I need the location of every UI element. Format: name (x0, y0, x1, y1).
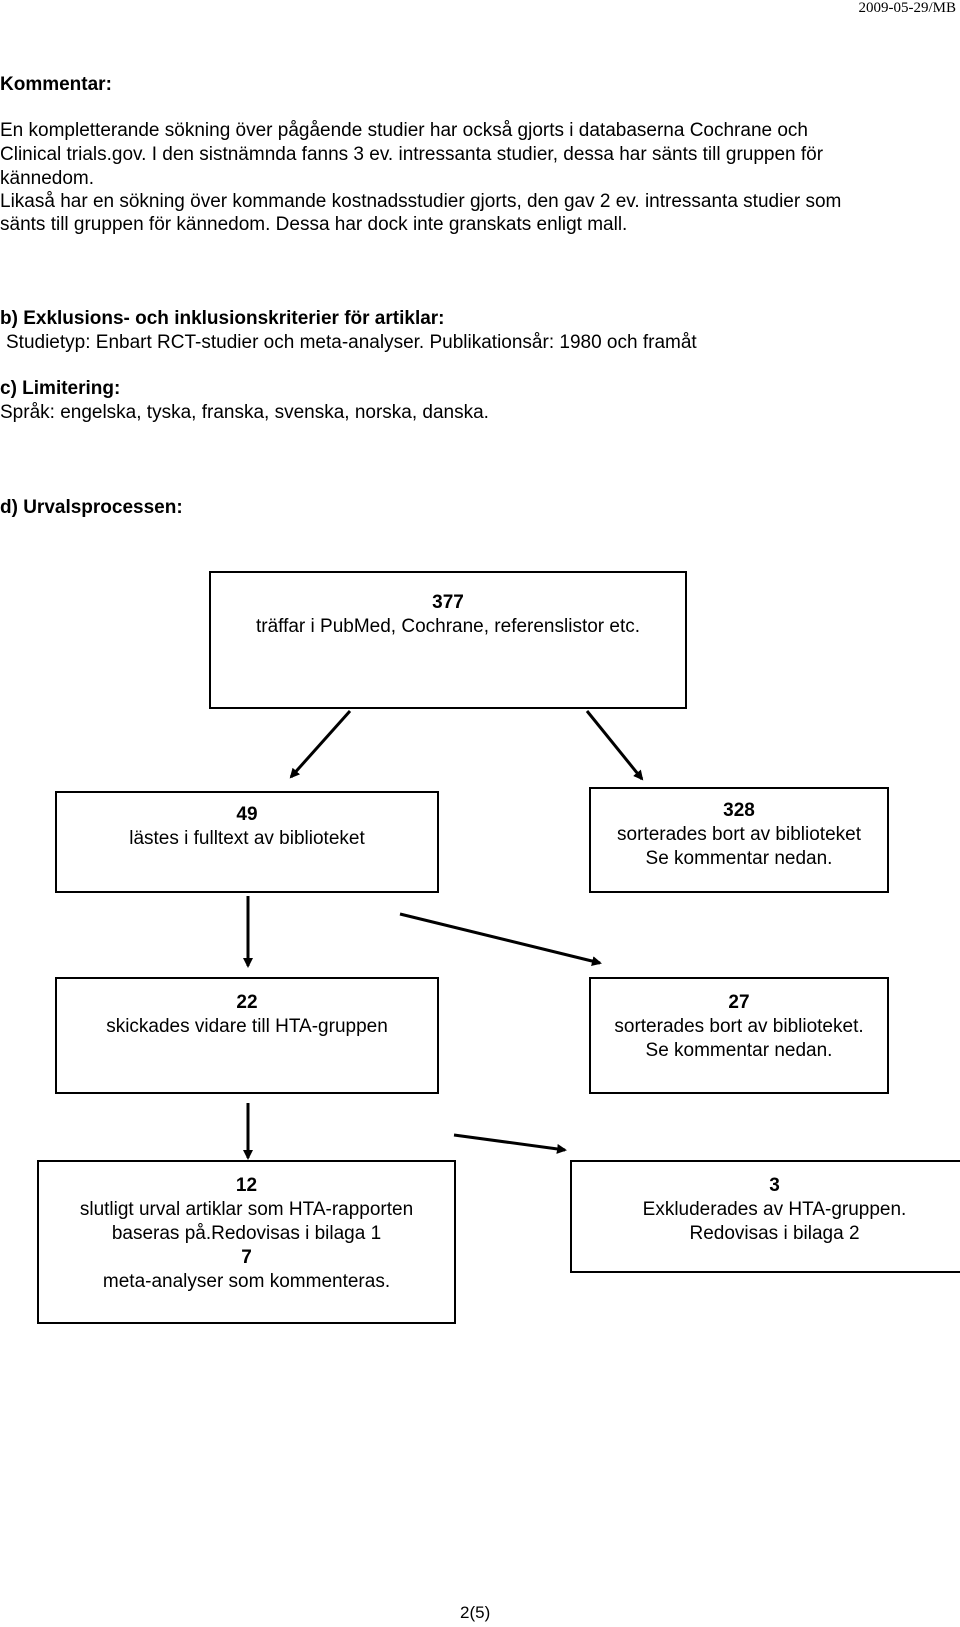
excluded-appendix: Redovisas i bilaga 2 (689, 1223, 860, 1244)
final-selection-appendix: baseras på.Redovisas i bilaga 1 (111, 1223, 382, 1244)
page-number: 2(5) (460, 1603, 491, 1622)
flow-box-excluded: 3 Exkluderades av HTA-gruppen. Redovisas… (570, 1160, 960, 1273)
criteria-text: Studietyp: Enbart RCT-studier och meta-a… (6, 332, 697, 353)
final-selection-count: 12 (235, 1175, 258, 1196)
flow-box-sent-to-hta: 22 skickades vidare till HTA-gruppen (55, 977, 439, 1094)
sorted-out-1-note: Se kommentar nedan. (645, 848, 833, 869)
sent-to-hta-count: 22 (236, 992, 258, 1013)
comment-line-4: Likaså har en sökning över kommande kost… (0, 191, 842, 212)
final-selection-label: slutligt urval artiklar som HTA-rapporte… (79, 1199, 414, 1220)
sorted-out-2-note: Se kommentar nedan. (645, 1040, 833, 1061)
comment-line-5: sänts till gruppen för kännedom. Dessa h… (0, 214, 628, 235)
arrow-top-to-read (289, 710, 352, 779)
sorted-out-2-label: sorterades bort av biblioteket. (614, 1016, 864, 1037)
criteria-heading: b) Exklusions- och inklusionskriterier f… (0, 308, 445, 329)
selection-heading: d) Urvalsprocessen: (0, 497, 183, 518)
comment-line-3: kännedom. (0, 168, 95, 189)
comment-line-1: En kompletterande sökning över pågående … (0, 120, 809, 141)
arrow-to-excluded (453, 1133, 567, 1154)
limitation-heading: c) Limitering: (0, 378, 121, 399)
total-hits-count: 377 (432, 592, 464, 613)
meta-analyses-count: 7 (241, 1247, 252, 1268)
flow-box-total-hits: 377 träffar i PubMed, Cochrane, referens… (209, 571, 687, 709)
arrow-top-to-sorted1 (585, 710, 644, 781)
sorted-out-1-label: sorterades bort av biblioteket (617, 824, 861, 845)
document-date-signature: 2009-05-29/MB (858, 0, 957, 16)
flow-box-read-fulltext: 49 lästes i fulltext av biblioteket (55, 791, 439, 893)
sorted-out-2-count: 27 (728, 992, 750, 1013)
total-hits-label: träffar i PubMed, Cochrane, referenslist… (255, 616, 641, 637)
read-fulltext-label: lästes i fulltext av biblioteket (129, 828, 365, 849)
read-fulltext-count: 49 (236, 804, 258, 825)
comment-line-2: Clinical trials.gov. I den sistnämnda fa… (0, 144, 824, 165)
flow-box-final-selection: 12 slutligt urval artiklar som HTA-rappo… (37, 1160, 456, 1324)
sent-to-hta-label: skickades vidare till HTA-gruppen (106, 1016, 388, 1037)
excluded-count: 3 (769, 1175, 780, 1196)
sorted-out-1-count: 328 (723, 800, 755, 821)
flow-box-sorted-out-1: 328 sorterades bort av biblioteket Se ko… (589, 787, 889, 893)
comment-heading: Kommentar: (0, 74, 112, 95)
excluded-label: Exkluderades av HTA-gruppen. (642, 1199, 907, 1220)
flow-box-sorted-out-2: 27 sorterades bort av biblioteket. Se ko… (589, 977, 889, 1094)
arrow-to-sorted2 (399, 912, 602, 966)
limitation-text: Språk: engelska, tyska, franska, svenska… (0, 402, 489, 423)
meta-analyses-label: meta-analyser som kommenteras. (102, 1271, 391, 1292)
